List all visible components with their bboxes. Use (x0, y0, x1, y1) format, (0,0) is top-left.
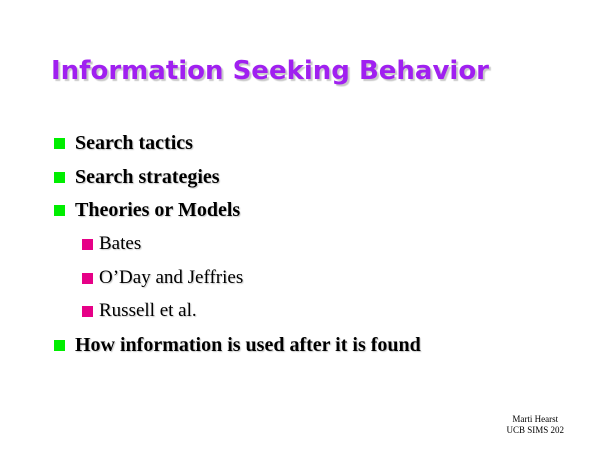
bullet-text: Search tactics (75, 132, 193, 154)
bullet-text: Theories or Models (75, 199, 241, 221)
footer-course: UCB SIMS 202 (506, 425, 564, 435)
bullet-item: How information is used after it is foun… (54, 334, 421, 357)
footer-author: Marti Hearst (512, 414, 559, 424)
slide-footer: Marti Hearst UCB SIMS 202 (506, 414, 564, 436)
bullet-text: Search strategies (75, 166, 220, 188)
square-bullet-icon (54, 340, 65, 351)
square-bullet-icon (82, 238, 93, 250)
sub-bullet-text: Russell et al. (99, 300, 197, 321)
square-bullet-icon (82, 272, 93, 284)
sub-bullet-item: Bates (82, 233, 141, 255)
square-bullet-icon (82, 305, 93, 317)
sub-bullet-item: O’Day and Jeffries (82, 267, 243, 289)
bullet-item: Theories or Models (54, 199, 240, 222)
square-bullet-icon (54, 205, 65, 216)
bullet-item: Search tactics (54, 132, 193, 155)
bullet-text: How information is used after it is foun… (75, 334, 421, 356)
sub-bullet-item: Russell et al. (82, 300, 197, 322)
slide-title: Information Seeking Behavior (51, 56, 490, 86)
square-bullet-icon (54, 172, 65, 183)
sub-bullet-text: O’Day and Jeffries (99, 267, 244, 288)
sub-bullet-text: Bates (99, 233, 142, 254)
bullet-item: Search strategies (54, 166, 220, 189)
square-bullet-icon (54, 138, 65, 149)
